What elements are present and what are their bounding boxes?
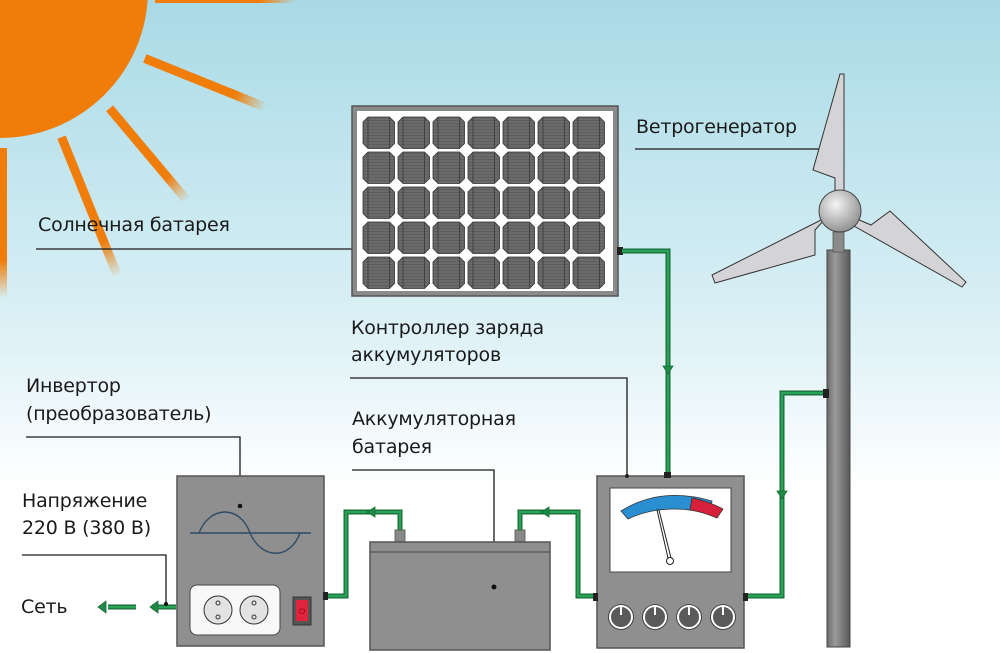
- solar-cell: [537, 151, 570, 184]
- arrow-left-icon: [149, 600, 159, 614]
- solar-cell: [467, 186, 500, 219]
- solar-cell: [362, 151, 395, 184]
- socket-icon: [239, 595, 269, 625]
- label-grid: Сеть: [21, 596, 68, 618]
- battery-terminal: [514, 529, 526, 544]
- solar-cell: [502, 186, 535, 219]
- flow-arrows: [97, 365, 788, 614]
- solar-cell: [467, 151, 500, 184]
- label-wind-generator: Ветрогенератор: [636, 116, 797, 138]
- solar-cell: [362, 256, 395, 289]
- knob-icon[interactable]: [609, 605, 633, 629]
- wind-turbine-icon[interactable]: [711, 73, 967, 648]
- arrow-down-icon: [662, 365, 674, 375]
- label-charge-controller-1: Контроллер заряда: [351, 317, 544, 339]
- label-voltage-1: Напряжение: [22, 490, 148, 512]
- solar-cell: [502, 151, 535, 184]
- knob-ring: [676, 604, 702, 630]
- knob-icon[interactable]: [643, 605, 667, 629]
- solar-cell: [572, 186, 605, 219]
- socket-icon: [203, 595, 233, 625]
- solar-cell: [362, 186, 395, 219]
- solar-cell: [432, 186, 465, 219]
- solar-cell: [432, 151, 465, 184]
- arrow-left-icon: [366, 506, 376, 518]
- label-solar-panel: Солнечная батарея: [38, 214, 230, 236]
- solar-cell: [572, 256, 605, 289]
- solar-cell: [362, 221, 395, 254]
- gauge-icon: [620, 495, 724, 565]
- solar-cell: [397, 116, 430, 149]
- arrow-left-icon: [97, 600, 107, 614]
- knob-ring: [608, 604, 634, 630]
- solar-cell: [537, 221, 570, 254]
- label-inverter-1: Инвертор: [26, 375, 121, 397]
- battery-terminal: [394, 529, 406, 544]
- sine-wave-icon: [198, 511, 301, 554]
- solar-cell: [397, 151, 430, 184]
- power-switch-icon[interactable]: ⏻: [292, 596, 312, 626]
- arrow-left-icon: [540, 506, 550, 518]
- sun-ray: [0, 0, 295, 298]
- solar-cell: [397, 186, 430, 219]
- solar-cell: [537, 256, 570, 289]
- solar-cell: [432, 256, 465, 289]
- solar-cell: [467, 221, 500, 254]
- solar-cell: [397, 256, 430, 289]
- solar-cell: [537, 186, 570, 219]
- solar-cell: [467, 256, 500, 289]
- turbine-hub: [818, 189, 862, 233]
- solar-cell: [572, 221, 605, 254]
- label-battery-2: батарея: [352, 436, 432, 458]
- solar-cell: [502, 256, 535, 289]
- inverter-icon[interactable]: ⏻: [164, 475, 328, 647]
- battery-icon[interactable]: [369, 529, 551, 651]
- solar-cell: [572, 151, 605, 184]
- solar-cell: [362, 116, 395, 149]
- solar-cell: [467, 116, 500, 149]
- charge-controller-icon[interactable]: [593, 472, 748, 649]
- knob-ring: [642, 604, 668, 630]
- label-inverter-2: (преобразователь): [26, 403, 212, 425]
- solar-cell: [502, 116, 535, 149]
- solar-cell: [432, 116, 465, 149]
- leader-voltage: [22, 554, 167, 605]
- label-charge-controller-2: аккумуляторов: [351, 344, 501, 366]
- arrow-down-icon: [776, 490, 788, 500]
- svg-text:⏻: ⏻: [299, 607, 306, 616]
- knob-icon[interactable]: [711, 605, 735, 629]
- label-voltage-2: 220 В (380 В): [22, 517, 151, 539]
- solar-cell: [397, 221, 430, 254]
- label-battery-1: Аккумуляторная: [352, 408, 516, 430]
- solar-cell: [572, 116, 605, 149]
- knob-ring: [710, 604, 736, 630]
- sun-icon: [0, 0, 295, 298]
- solar-cell: [432, 221, 465, 254]
- solar-panel-icon[interactable]: [351, 105, 623, 297]
- knob-icon[interactable]: [677, 605, 701, 629]
- solar-cell: [537, 116, 570, 149]
- leader-charge-controller: [350, 377, 628, 476]
- solar-cell: [502, 221, 535, 254]
